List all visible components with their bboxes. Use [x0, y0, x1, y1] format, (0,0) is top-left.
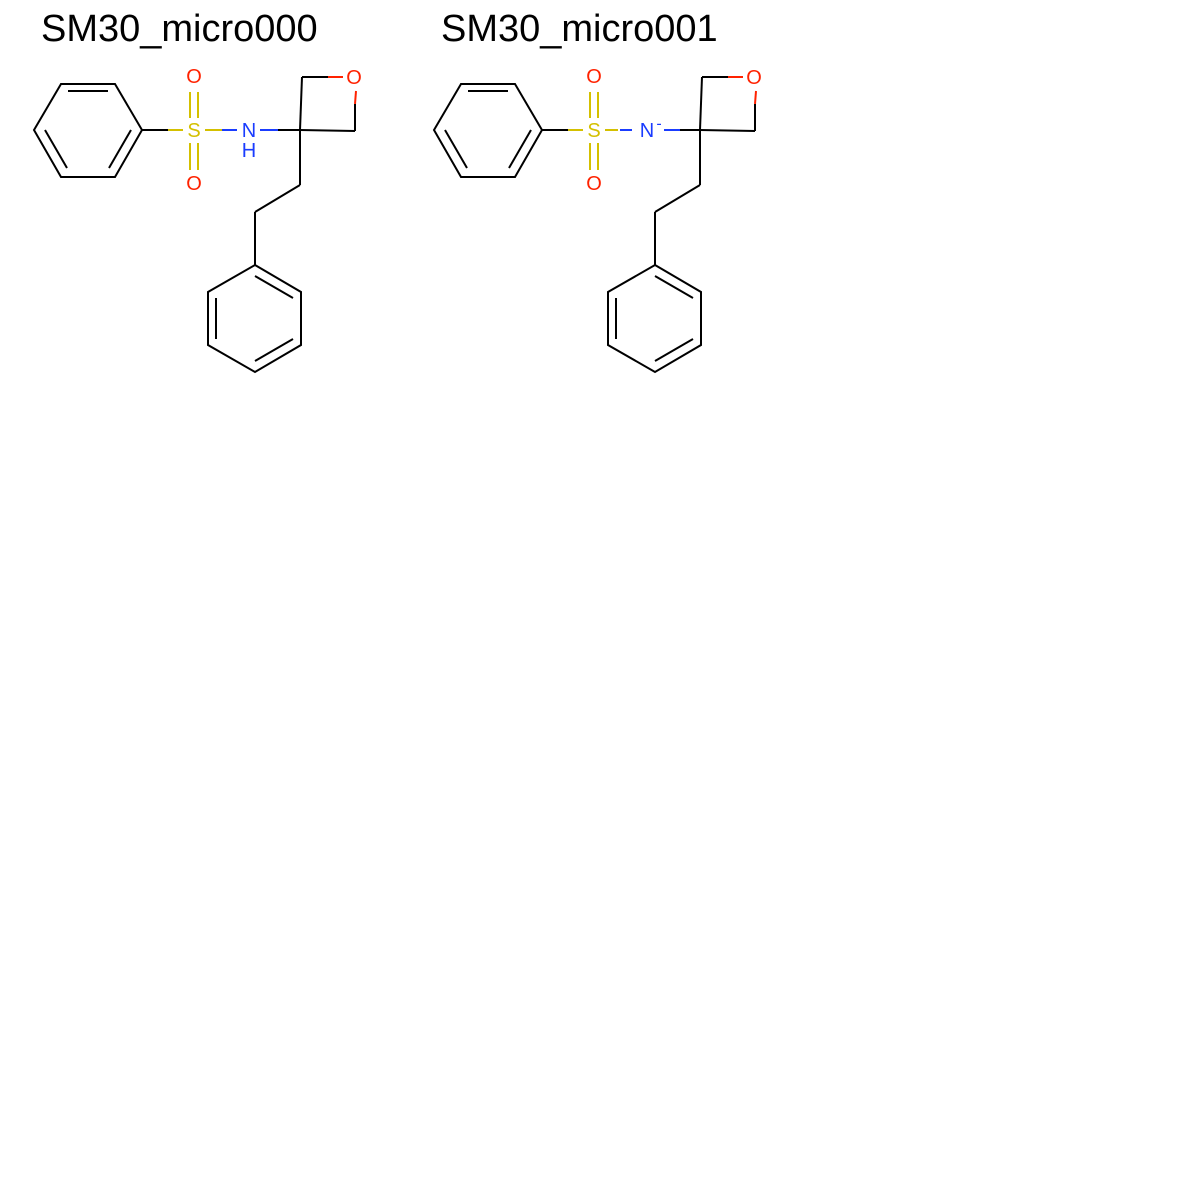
bond — [299, 76, 303, 131]
oxygen-atom: O — [346, 67, 362, 89]
benzene-ring — [207, 263, 302, 374]
bond — [754, 90, 757, 105]
molecule-title: SM30_micro000 — [41, 8, 318, 50]
oxygen-atom: O — [186, 66, 202, 88]
oxygen-atom: O — [746, 67, 762, 89]
hydrogen-atom: H — [242, 140, 256, 162]
molecule-structure: O S O N H O — [32, 66, 362, 374]
oxygen-atom: O — [186, 173, 202, 195]
bond — [699, 76, 703, 131]
benzene-ring — [607, 263, 702, 374]
negative-charge: - — [656, 116, 661, 133]
oxygen-atom: O — [586, 66, 602, 88]
bond — [654, 184, 701, 213]
benzene-ring — [32, 83, 144, 178]
bond — [254, 184, 301, 213]
molecule-structure: O S O N - O — [432, 66, 762, 374]
bond — [699, 129, 756, 132]
sulfur-atom: S — [187, 120, 200, 142]
nitrogen-atom: N — [640, 120, 654, 142]
bond — [354, 90, 357, 105]
nitrogen-atom: N — [242, 120, 256, 142]
bond — [299, 129, 356, 132]
benzene-ring — [432, 83, 544, 178]
molecule-title: SM30_micro001 — [441, 8, 718, 50]
sulfur-atom: S — [587, 120, 600, 142]
oxygen-atom: O — [586, 173, 602, 195]
